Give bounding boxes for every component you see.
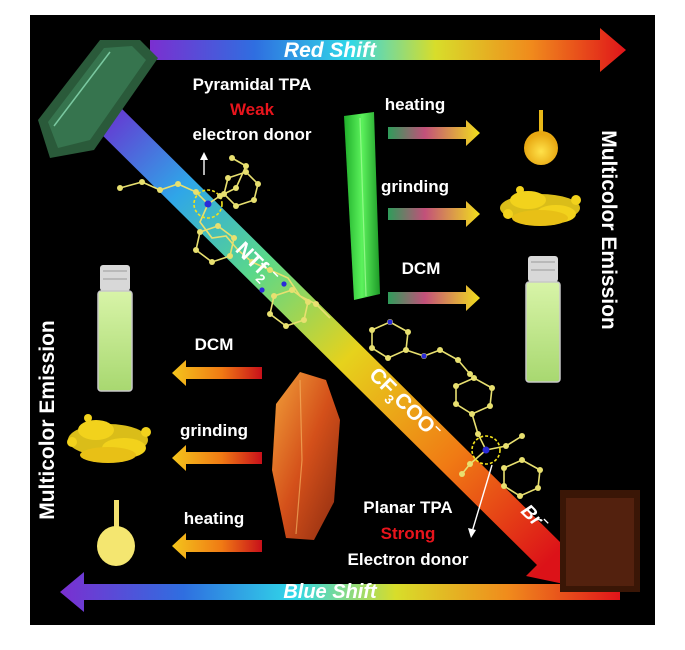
red-shift-label: Red Shift bbox=[284, 39, 377, 62]
yellow-powder-image-left bbox=[67, 414, 151, 463]
blue-shift-arrow: Blue Shift bbox=[60, 572, 620, 612]
right-multicolor-emission-label: Multicolor Emission bbox=[597, 130, 620, 330]
right-heating-label: heating bbox=[385, 95, 445, 114]
right-grinding-label: grinding bbox=[381, 177, 449, 196]
right-heating-arrow bbox=[388, 120, 480, 146]
left-heating-arrow bbox=[172, 533, 262, 559]
molecule-structure-lower bbox=[369, 319, 543, 499]
left-dcm-row: DCM bbox=[97, 265, 262, 392]
planar-tpa-text: Planar TPA bbox=[363, 498, 452, 517]
left-dcm-label: DCM bbox=[195, 335, 234, 354]
green-crystal-image bbox=[344, 112, 380, 300]
left-heating-row: heating bbox=[97, 500, 262, 566]
planar-tpa-annotation: Planar TPA Strong Electron donor bbox=[348, 498, 469, 569]
pyramidal-tpa-text: Pyramidal TPA bbox=[193, 75, 312, 94]
strong-donor-text: Electron donor bbox=[348, 550, 469, 569]
pyramidal-tpa-annotation: Pyramidal TPA Weak electron donor bbox=[192, 75, 311, 144]
cyan-crystal-image bbox=[38, 40, 158, 158]
right-grinding-arrow bbox=[388, 201, 480, 227]
red-shift-arrow: Red Shift bbox=[150, 28, 626, 72]
blue-shift-label: Blue Shift bbox=[283, 581, 378, 603]
pointer-arrow-down bbox=[468, 464, 493, 538]
right-heating-row: heating bbox=[385, 95, 558, 165]
left-multicolor-emission-label: Multicolor Emission bbox=[36, 320, 59, 520]
dark-crystal-image bbox=[560, 490, 640, 592]
yellow-drop-image-right bbox=[524, 110, 558, 165]
weak-donor-text: electron donor bbox=[192, 125, 311, 144]
left-dcm-arrow bbox=[172, 360, 262, 386]
right-dcm-arrow bbox=[388, 285, 480, 311]
left-heating-label: heating bbox=[184, 509, 244, 528]
left-grinding-arrow bbox=[172, 445, 262, 471]
vial-image-right bbox=[525, 256, 561, 383]
vial-image-left bbox=[97, 265, 133, 392]
yellow-drop-image-left bbox=[97, 500, 135, 566]
left-grinding-label: grinding bbox=[180, 421, 248, 440]
left-grinding-row: grinding bbox=[67, 414, 262, 471]
strong-text: Strong bbox=[381, 524, 436, 543]
molecule-structure-upper bbox=[117, 155, 331, 329]
right-dcm-row: DCM bbox=[388, 256, 561, 383]
right-dcm-label: DCM bbox=[402, 259, 441, 278]
pointer-arrow-up bbox=[200, 152, 208, 175]
orange-crystal-image bbox=[272, 372, 340, 540]
weak-text: Weak bbox=[230, 100, 275, 119]
diagonal-arrow bbox=[90, 100, 583, 588]
right-grinding-row: grinding bbox=[381, 177, 581, 227]
yellow-powder-image-right bbox=[500, 186, 581, 226]
